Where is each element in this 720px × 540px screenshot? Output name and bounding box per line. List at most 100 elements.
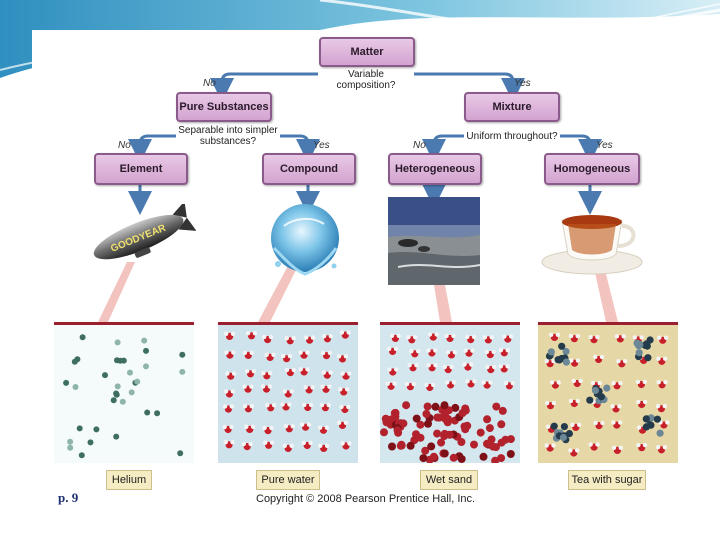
label-yes-homogeneous: Yes [596, 140, 613, 151]
sand-particle [506, 450, 515, 458]
helium-atom [144, 409, 151, 416]
caption-wet-sand: Wet sand [420, 470, 478, 490]
hydrogen-atom [588, 334, 593, 340]
hydrogen-atom [346, 404, 351, 410]
hydrogen-atom [600, 420, 605, 426]
hydrogen-atom [269, 440, 275, 445]
sugar-atom [560, 423, 568, 431]
hydrogen-atom [340, 371, 345, 376]
hydrogen-atom [231, 350, 236, 355]
question-separable-line2: substances? [199, 136, 257, 147]
hydrogen-atom [230, 440, 235, 445]
sand-particle [451, 403, 460, 412]
hydrogen-atom [570, 422, 575, 427]
hydrogen-atom [548, 332, 554, 337]
hydrogen-atom [442, 364, 447, 370]
hydrogen-atom [339, 404, 344, 410]
hydrogen-atom [545, 424, 551, 429]
hydrogen-atom [284, 336, 289, 341]
hydrogen-atom [449, 364, 454, 370]
hydrogen-atom [642, 399, 648, 405]
hydrogen-atom [656, 356, 661, 361]
helium-atom [76, 425, 83, 432]
sand-particle [422, 409, 431, 418]
sand-particle [388, 442, 396, 451]
hydrogen-atom [242, 384, 247, 389]
helium-atom [141, 337, 148, 344]
node-mixture: Mixture [464, 92, 560, 122]
hydrogen-atom [252, 331, 258, 336]
hydrogen-atom [485, 364, 490, 370]
hydrogen-atom [588, 442, 593, 447]
sand-particle [440, 429, 449, 438]
sugar-atom [550, 422, 558, 430]
hydrogen-atom [305, 350, 310, 355]
hydrogen-atom [616, 359, 621, 364]
question-separable: Separable into simpler substances? [170, 125, 286, 147]
hydrogen-atom [346, 330, 351, 335]
helium-atom [74, 356, 81, 363]
sand-particle [506, 435, 515, 444]
sand-particle [458, 409, 467, 417]
sand-particle [390, 409, 399, 418]
hydrogen-atom [451, 333, 456, 339]
sugar-atom [643, 340, 651, 348]
hydrogen-atom [434, 332, 439, 337]
sugar-atom [635, 349, 643, 357]
hydrogen-atom [298, 367, 303, 372]
node-heterogeneous: Heterogeneous [388, 153, 482, 185]
hydrogen-atom [271, 352, 276, 357]
helium-atom [179, 368, 186, 375]
hydrogen-atom [470, 348, 475, 353]
hydrogen-atom [409, 349, 414, 354]
hydrogen-atom [575, 398, 580, 404]
sand-particle [483, 439, 491, 448]
hydrogen-atom [222, 404, 228, 409]
hydrogen-atom [462, 362, 467, 367]
sand-particle [476, 428, 485, 437]
label-no-heterogeneous: No [413, 140, 426, 151]
hydrogen-atom [577, 422, 582, 427]
hydrogen-atom [618, 420, 623, 425]
sugar-atom [555, 356, 564, 364]
hydrogen-atom [328, 334, 334, 339]
hydrogen-atom [268, 371, 273, 376]
label-yes-compound: Yes [313, 140, 330, 151]
sand-particle [423, 402, 432, 411]
sand-particle [437, 438, 446, 447]
sand-particle [416, 420, 425, 429]
hydrogen-atom [231, 371, 237, 376]
hydrogen-atom [251, 369, 257, 374]
question-separable-line1: Separable into simpler [178, 125, 278, 136]
hydrogen-atom [306, 422, 312, 427]
hydrogen-atom [416, 349, 421, 354]
helium-atom [127, 369, 133, 376]
hydrogen-atom [433, 363, 438, 368]
hydrogen-atom [336, 420, 342, 425]
hydrogen-atom [614, 334, 620, 339]
sugar-atom [562, 347, 570, 356]
hydrogen-atom [636, 425, 642, 430]
hydrogen-atom [324, 425, 330, 430]
tea-sugar-molecules-panel [538, 322, 678, 463]
hydrogen-atom [269, 425, 274, 431]
hydrogen-atom [571, 378, 576, 384]
hydrogen-atom [222, 424, 227, 430]
hydrogen-atom [491, 349, 496, 355]
hydrogen-atom [229, 424, 234, 430]
hydrogen-atom [242, 350, 248, 355]
hydrogen-atom [394, 367, 399, 372]
hydrogen-atom [321, 370, 326, 375]
hydrogen-atom [635, 379, 641, 385]
sand-particle [497, 454, 506, 463]
hydrogen-atom [396, 333, 401, 338]
hydrogen-atom [242, 404, 248, 409]
hydrogen-atom [656, 380, 661, 385]
hydrogen-atom [340, 441, 345, 446]
hydrogen-atom [618, 445, 623, 450]
beach-image [388, 197, 480, 285]
label-yes-mixture: Yes [514, 78, 531, 89]
sand-particle [492, 402, 501, 411]
hydrogen-atom [505, 364, 510, 369]
hydrogen-atom [264, 352, 269, 357]
